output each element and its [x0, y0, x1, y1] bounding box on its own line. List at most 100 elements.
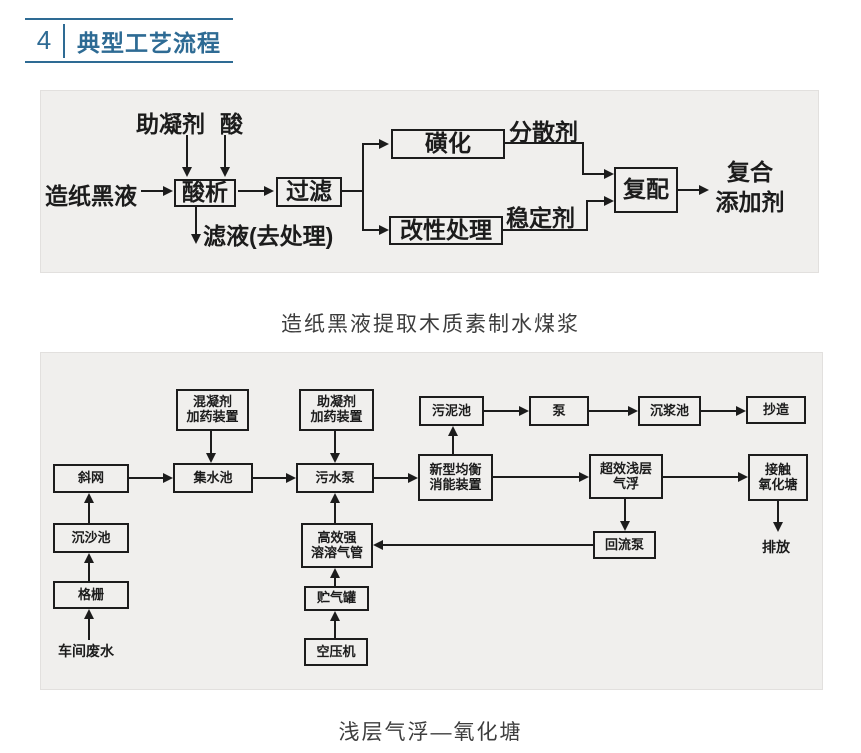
arrow-acidprec-to-filtration — [238, 190, 264, 192]
line-branch-vertical — [362, 143, 364, 231]
section-number: 4 — [36, 25, 52, 55]
node-slurry-settling-pool: 沉浆池 — [638, 396, 701, 426]
arrow-oxidation-to-discharge — [777, 501, 779, 522]
node-compounding: 复配 — [614, 167, 678, 213]
node-gas-storage-label: 贮气罐 — [316, 590, 356, 606]
node-grid-screen: 格栅 — [53, 581, 129, 609]
arrowhead-up-icon — [330, 493, 340, 503]
label-composite-additive: 复合 添加剂 — [709, 158, 791, 218]
node-energy-dissipation-line2: 消能装置 — [429, 476, 482, 492]
node-contact-oxidation-line1: 接触 — [764, 461, 791, 477]
node-papermaking: 抄造 — [746, 396, 806, 424]
arrowhead-right-icon — [519, 406, 529, 416]
arrow-grid-to-sandsettling — [88, 562, 90, 581]
node-dissolved-air-line2: 溶溶气管 — [310, 544, 363, 560]
node-sulfonation-label: 磺化 — [425, 130, 471, 157]
arrowhead-right-icon — [579, 472, 589, 482]
node-dissolved-air-line1: 高效强 — [317, 529, 357, 545]
node-energy-dissipation-line1: 新型均衡 — [429, 461, 482, 477]
arrowhead-right-icon — [379, 139, 389, 149]
arrow-flotation-to-oxidation — [663, 476, 738, 478]
flow-diagram-black-liquor: 助凝剂 酸 造纸黑液 滤液(去处理) 分散剂 稳定剂 复合 添加剂 酸析 过滤 … — [40, 90, 819, 273]
node-papermaking-label: 抄造 — [762, 401, 789, 417]
node-sludge-pool: 污泥池 — [419, 396, 484, 426]
label-composite-line1: 复合 — [727, 159, 773, 185]
arrow-dissipation-to-flotation — [493, 476, 579, 478]
node-dissolved-air-tube: 高效强 溶溶气管 — [301, 523, 373, 568]
arrow-coagdosing-to-collecting — [210, 431, 212, 455]
arrowhead-right-icon — [264, 186, 274, 196]
node-pump: 泵 — [529, 396, 589, 426]
node-pump-label: 泵 — [552, 402, 566, 418]
label-stabilizer: 稳定剂 — [506, 205, 575, 231]
node-grid-screen-label: 格栅 — [77, 586, 104, 602]
arrow-compounding-to-additive — [678, 189, 699, 191]
arrowhead-right-icon — [736, 406, 746, 416]
arrow-pump-to-slurry — [589, 410, 628, 412]
node-coagulant-dosing-line1: 混凝剂 — [192, 394, 232, 410]
node-compounding-label: 复配 — [623, 176, 669, 203]
flow-diagram-flotation-oxidation: 混凝剂 加药装置 助凝剂 加药装置 污泥池 泵 沉浆池 抄造 斜网 集水池 污水… — [40, 352, 823, 690]
node-acid-precipitation: 酸析 — [174, 179, 236, 207]
node-reflux-pump-label: 回流泵 — [604, 536, 644, 552]
node-collecting-pool-label: 集水池 — [193, 469, 233, 485]
arrowhead-right-icon — [604, 169, 614, 179]
arrow-slurry-to-papermaking — [701, 410, 736, 412]
label-coagulant-aid: 助凝剂 — [136, 111, 205, 137]
arrow-reflux-to-dissolvedair — [383, 544, 593, 546]
arrow-sandsettling-to-screen — [88, 502, 90, 523]
line-stabilizer-up — [586, 201, 588, 231]
arrowhead-down-icon — [191, 234, 201, 244]
node-sewage-pump: 污水泵 — [296, 463, 374, 493]
node-filtration-label: 过滤 — [286, 178, 332, 205]
node-aid-dosing-line1: 助凝剂 — [316, 394, 356, 410]
arrow-dissolvedair-to-sewagepump — [334, 502, 336, 523]
node-modification: 改性处理 — [389, 216, 503, 245]
line-modification-right — [503, 229, 588, 231]
arrow-sewagepump-to-dissipation — [374, 477, 408, 479]
arrowhead-down-icon — [773, 522, 783, 532]
node-sand-settling-label: 沉沙池 — [71, 529, 111, 545]
arrowhead-right-icon — [286, 473, 296, 483]
arrowhead-left-icon — [373, 540, 383, 550]
node-gas-storage-tank: 贮气罐 — [304, 586, 369, 611]
node-air-compressor: 空压机 — [304, 638, 368, 666]
line-filtration-branch — [342, 190, 363, 192]
node-contact-oxidation: 接触 氧化塘 — [748, 454, 808, 501]
arrow-dispersant-to-compounding — [582, 173, 604, 175]
arrow-dissipation-to-sludge — [452, 435, 454, 454]
label-composite-line2: 添加剂 — [715, 188, 785, 215]
arrowhead-up-icon — [448, 426, 458, 436]
node-contact-oxidation-line2: 氧化塘 — [758, 476, 798, 492]
arrowhead-down-icon — [220, 167, 230, 177]
node-acid-precipitation-label: 酸析 — [182, 179, 228, 206]
node-shallow-flotation-line1: 超效浅层 — [599, 460, 652, 476]
node-slurry-settling-label: 沉浆池 — [649, 402, 689, 418]
node-coagulant-dosing: 混凝剂 加药装置 — [176, 389, 249, 431]
label-dispersant: 分散剂 — [509, 119, 578, 145]
arrowhead-right-icon — [699, 185, 709, 195]
node-sludge-pool-label: 污泥池 — [431, 402, 471, 418]
arrowhead-down-icon — [182, 167, 192, 177]
line-dispersant-down — [582, 142, 584, 174]
node-air-compressor-label: 空压机 — [316, 643, 356, 659]
arrowhead-down-icon — [620, 521, 630, 531]
node-coagulant-dosing-line2: 加药装置 — [186, 409, 239, 424]
line-sulfonation-right — [505, 142, 584, 144]
label-black-liquor: 造纸黑液 — [45, 183, 137, 209]
arrow-aiddosing-to-sewagepump — [334, 431, 336, 455]
label-filtrate: 滤液(去处理) — [203, 223, 334, 249]
arrowhead-right-icon — [408, 473, 418, 483]
arrow-branch-to-modification — [362, 229, 379, 231]
node-aid-dosing: 助凝剂 加药装置 — [299, 389, 374, 431]
arrow-collecting-to-sewagepump — [253, 477, 286, 479]
section-header: 4 典型工艺流程 — [25, 18, 233, 63]
arrow-compressor-to-gastank — [334, 620, 336, 638]
label-acid: 酸 — [220, 111, 243, 137]
node-filtration: 过滤 — [276, 177, 342, 207]
arrow-acidprec-to-filtrate — [195, 207, 197, 234]
node-sand-settling-pool: 沉沙池 — [53, 523, 129, 553]
arrowhead-right-icon — [628, 406, 638, 416]
arrow-flotation-to-reflux — [624, 499, 626, 521]
arrow-stabilizer-to-compounding — [586, 200, 604, 202]
